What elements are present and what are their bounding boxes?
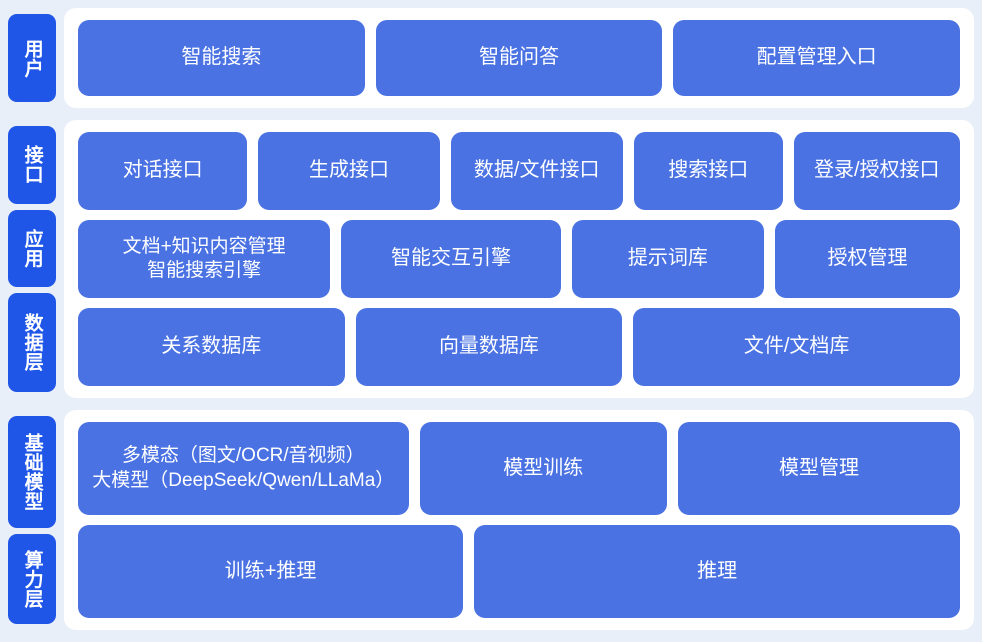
card-model-management[interactable]: 模型管理 [677,422,961,515]
rail-tab-compute-layer[interactable]: 算力层 [8,533,56,624]
rail-user: 用户 [8,8,56,108]
rail-core: 接口 应用 数据层 [8,120,56,398]
card-smart-interaction-engine[interactable]: 智能交互引擎 [341,220,561,298]
card-config-management-entry[interactable]: 配置管理入口 [673,20,961,96]
rail-tab-interface-label: 接口 [21,145,43,185]
card-prompt-library[interactable]: 提示词库 [571,220,765,298]
card-vector-database[interactable]: 向量数据库 [355,308,623,386]
card-inference[interactable]: 推理 [474,525,960,618]
panel-user: 智能搜索 智能问答 配置管理入口 [64,8,974,108]
card-smart-search[interactable]: 智能搜索 [78,20,365,96]
card-dialog-interface[interactable]: 对话接口 [78,132,248,210]
card-login-auth-interface[interactable]: 登录/授权接口 [793,132,960,210]
card-search-interface[interactable]: 搜索接口 [633,132,783,210]
rail-tab-data-layer[interactable]: 数据层 [8,293,56,392]
card-file-document-repository[interactable]: 文件/文档库 [633,308,961,386]
rail-tab-interface[interactable]: 接口 [8,126,56,204]
rail-model: 基础模型 算力层 [8,410,56,630]
row-foundation: 多模态（图文/OCR/音视频） 大模型（DeepSeek/Qwen/LLaMa）… [78,422,961,515]
card-document-knowledge-management[interactable]: 文档+知识内容管理 智能搜索引擎 [78,220,331,298]
card-generation-interface[interactable]: 生成接口 [258,132,440,210]
row-interface: 对话接口 生成接口 数据/文件接口 搜索接口 登录/授权接口 [78,132,960,210]
rail-tab-application-label: 应用 [21,229,43,268]
panel-model: 多模态（图文/OCR/音视频） 大模型（DeepSeek/Qwen/LLaMa）… [64,410,974,630]
rail-tab-data-layer-label: 数据层 [21,313,43,372]
section-user: 用户 智能搜索 智能问答 配置管理入口 [8,8,974,108]
card-relational-database[interactable]: 关系数据库 [78,308,345,386]
rail-tab-user-label: 用户 [21,38,43,78]
row-user-entry: 智能搜索 智能问答 配置管理入口 [78,20,961,96]
card-training-plus-inference[interactable]: 训练+推理 [78,525,464,618]
row-data: 关系数据库 向量数据库 文件/文档库 [78,308,961,386]
section-model: 基础模型 算力层 多模态（图文/OCR/音视频） 大模型（DeepSeek/Qw… [8,410,974,630]
card-smart-qa[interactable]: 智能问答 [375,20,663,96]
rail-tab-foundation-model[interactable]: 基础模型 [8,416,56,528]
card-authorization-management[interactable]: 授权管理 [775,220,961,298]
card-multimodal-large-model[interactable]: 多模态（图文/OCR/音视频） 大模型（DeepSeek/Qwen/LLaMa） [78,422,409,515]
rail-tab-foundation-model-label: 基础模型 [21,432,43,511]
rail-tab-user[interactable]: 用户 [8,14,56,102]
rail-tab-compute-layer-label: 算力层 [21,549,43,609]
card-data-file-interface[interactable]: 数据/文件接口 [450,132,623,210]
rail-tab-application[interactable]: 应用 [8,209,56,288]
panel-core: 对话接口 生成接口 数据/文件接口 搜索接口 登录/授权接口 文档+知识内容管理… [64,120,974,398]
card-model-training[interactable]: 模型训练 [419,422,667,515]
section-core: 接口 应用 数据层 对话接口 生成接口 数据/文件接口 搜索接口 登录/授权接口… [8,120,974,398]
row-application: 文档+知识内容管理 智能搜索引擎 智能交互引擎 提示词库 授权管理 [78,220,961,298]
row-compute: 训练+推理 推理 [78,525,960,618]
